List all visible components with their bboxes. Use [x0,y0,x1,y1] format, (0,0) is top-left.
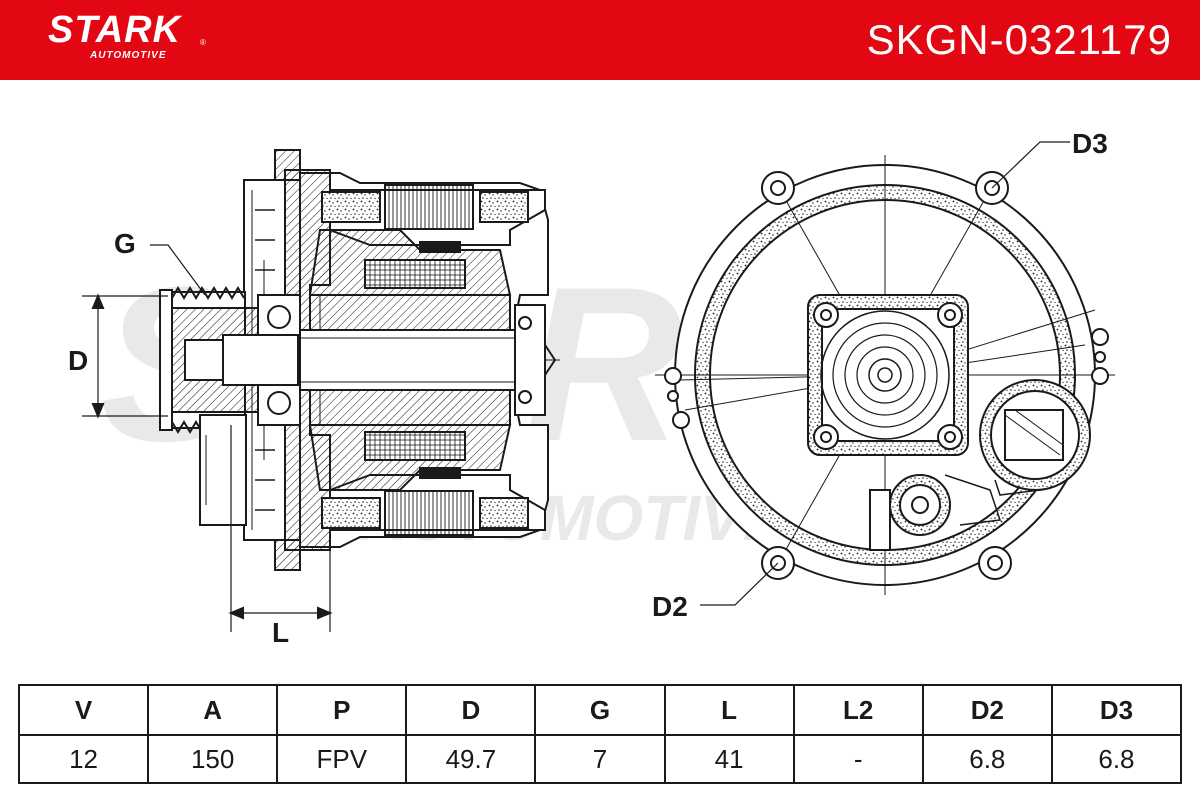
header-cell: G [534,684,666,736]
header-cell: P [276,684,408,736]
label-l: L [272,617,289,648]
value-cell: 41 [663,734,795,784]
header-cell: D [405,684,537,736]
specs-table: V A P D G L L2 D2 D3 12 150 FPV 49.7 7 4… [17,684,1183,784]
value-cell: 6.8 [921,734,1053,784]
registered-mark: ® [200,38,206,47]
part-number: SKGN-0321179 [866,16,1172,63]
side-view [82,149,560,632]
value-cell: - [792,734,924,784]
label-g: G [114,228,136,259]
specs-value-row: 12 150 FPV 49.7 7 41 - 6.8 6.8 [17,734,1183,784]
label-d3: D3 [1072,128,1108,159]
header-bar: STARK ® AUTOMOTIVE SKGN-0321179 [0,0,1200,80]
header-cell: V [17,684,150,736]
header-cell: D3 [1050,684,1183,736]
alternator-technical-drawing: STARK AUTOMOTIVE [68,128,1115,648]
label-d: D [68,345,88,376]
value-cell: FPV [276,734,408,784]
value-cell: 49.7 [405,734,537,784]
value-cell: 6.8 [1050,734,1183,784]
specs-header-row: V A P D G L L2 D2 D3 [17,684,1183,736]
header-cell: D2 [921,684,1053,736]
header-cell: L [663,684,795,736]
rear-view [655,141,1115,606]
brand-subtitle: AUTOMOTIVE [90,50,167,61]
stark-logo: STARK ® AUTOMOTIVE [48,8,218,68]
value-cell: 7 [534,734,666,784]
brand-name: STARK [48,9,182,51]
header-cell: A [147,684,279,736]
header-cell: L2 [792,684,924,736]
label-d2: D2 [652,591,688,622]
value-cell: 150 [147,734,279,784]
value-cell: 12 [17,734,150,784]
